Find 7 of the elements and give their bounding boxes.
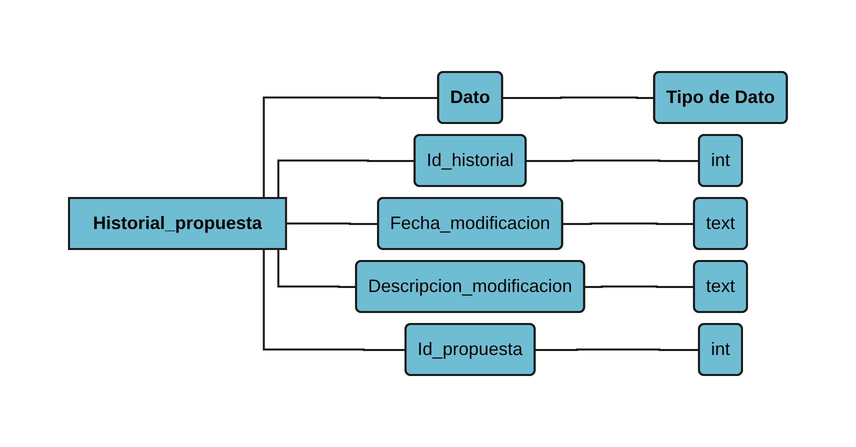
connector <box>562 222 695 225</box>
node-box: Historial_propuesta <box>68 197 288 250</box>
connector <box>526 160 700 162</box>
connector <box>502 96 655 99</box>
connector <box>584 286 695 288</box>
connector <box>535 348 700 351</box>
connector <box>286 222 379 225</box>
